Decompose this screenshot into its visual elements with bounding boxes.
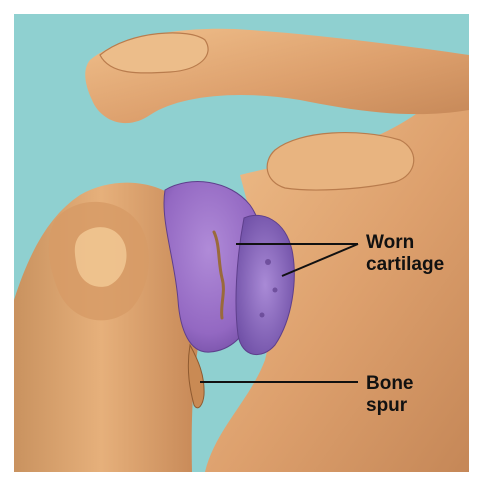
label-bone-spur-line1: Bone — [366, 373, 414, 395]
label-worn-cartilage-line2: cartilage — [366, 254, 444, 276]
cartilage-pit — [265, 259, 271, 265]
cartilage-pit — [273, 288, 278, 293]
cartilage-pit — [260, 313, 265, 318]
label-bone-spur: Bone spur — [366, 373, 414, 417]
coracoid-process — [267, 133, 414, 190]
label-worn-cartilage: Worn cartilage — [366, 232, 444, 276]
label-worn-cartilage-line1: Worn — [366, 232, 444, 254]
label-bone-spur-line2: spur — [366, 395, 414, 417]
